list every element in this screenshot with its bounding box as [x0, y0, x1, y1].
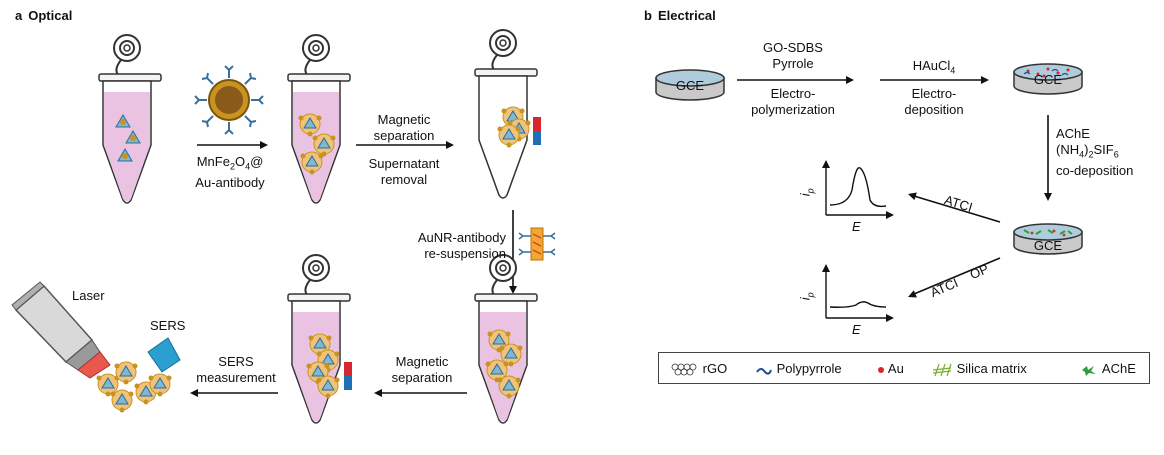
- gce-electrode-3: [1013, 223, 1083, 255]
- legend-item-ache: AChE: [1079, 361, 1136, 377]
- x-axis-label-1: E: [852, 219, 861, 234]
- legend: rGO Polypyrrole Au Silica matrix AChE: [658, 352, 1150, 384]
- b-step2-label-bottom: Electro-deposition: [904, 86, 964, 117]
- gce-label-2: GCE: [1033, 72, 1063, 87]
- step1-label: MnFe2O4@ Au-antibody: [195, 154, 265, 190]
- sers-detector-icon: [147, 337, 181, 373]
- gce-electrode-2: [1013, 63, 1083, 95]
- legend-item-silica: Silica matrix: [931, 361, 1027, 378]
- tube-4: [474, 254, 538, 424]
- tube-3: [474, 29, 541, 199]
- y-axis-label-1: ip: [797, 188, 816, 197]
- polypyrrole-icon: [756, 367, 772, 375]
- legend-item-au: Au: [877, 361, 904, 376]
- tube-1: [98, 34, 162, 204]
- voltammogram-low: [822, 264, 894, 322]
- legend-item-rgo: rGO: [669, 361, 727, 378]
- ache-icon: [1082, 365, 1096, 376]
- b-step1-label-bottom: Electro-polymerization: [751, 86, 835, 117]
- b-step2-label-top: HAuCl4: [912, 58, 956, 76]
- gce-label-3: GCE: [1033, 238, 1063, 253]
- voltammogram-high: [822, 160, 894, 219]
- silica-matrix-icon: [932, 363, 952, 376]
- magnet-icon: [533, 117, 541, 131]
- au-icon: [878, 366, 884, 373]
- gce-electrode-1: [655, 69, 725, 101]
- legend-item-polypyrrole: Polypyrrole: [755, 361, 842, 376]
- sers-label: SERS: [150, 318, 186, 333]
- laser-label: Laser: [72, 288, 105, 303]
- x-axis-label-2: E: [852, 322, 861, 337]
- aunr-antibody-icon: [518, 227, 556, 261]
- laser-icon: [11, 281, 111, 379]
- gce-label-1: GCE: [675, 78, 705, 93]
- tube-2: [287, 34, 351, 204]
- tube-5: [287, 254, 352, 424]
- y-axis-label-2: ip: [797, 292, 816, 301]
- nanoparticle-antibody-icon: [194, 65, 264, 135]
- rgo-icon: [671, 363, 697, 375]
- b-step3-label: AChE (NH4)2SIF6 co-deposition: [1056, 126, 1134, 178]
